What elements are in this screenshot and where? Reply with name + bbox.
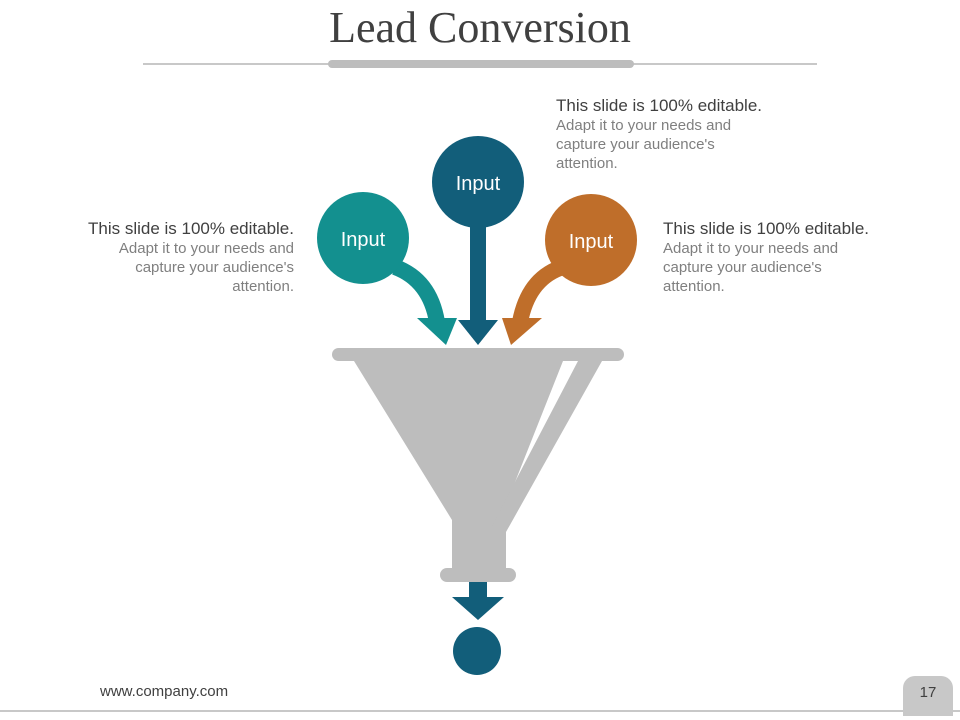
text-block-left-body: Adapt it to your needs and capture your …	[118, 240, 294, 295]
slide-title: Lead Conversion	[329, 3, 631, 52]
funnel-rim	[332, 348, 624, 361]
page-number: 17	[919, 684, 937, 701]
text-block-left: This slide is 100% editable. Adapt it to…	[54, 218, 294, 296]
input-left-arrow-head	[417, 318, 457, 345]
output-arrow-head	[452, 597, 504, 620]
input-right: Input	[502, 194, 637, 345]
input-left-label: Input	[341, 229, 386, 251]
output-arrow-shaft	[469, 582, 487, 598]
input-right-circle	[545, 194, 637, 286]
page-number-tab: 17	[903, 676, 953, 716]
text-block-right-heading: This slide is 100% editable.	[663, 219, 870, 238]
input-center-label: Input	[456, 173, 501, 195]
text-block-right: This slide is 100% editable. Adapt it to…	[663, 218, 903, 296]
input-center: Input	[432, 136, 524, 345]
text-block-right-body: Adapt it to your needs and capture your …	[663, 240, 839, 295]
input-right-arrow-shaft	[512, 260, 564, 324]
input-center-arrow-shaft	[470, 224, 486, 322]
footer-line	[0, 710, 960, 712]
input-center-circle	[432, 136, 524, 228]
input-left-arrow-shaft	[391, 259, 445, 324]
input-center-arrow-head	[458, 320, 498, 345]
output-circle	[453, 627, 501, 675]
funnel-side-stripe	[492, 361, 602, 570]
funnel-cone	[354, 361, 563, 570]
input-right-label: Input	[569, 231, 614, 253]
text-block-top: This slide is 100% editable. Adapt it to…	[556, 95, 796, 173]
input-left: Input	[317, 192, 457, 345]
input-right-arrow-head	[502, 318, 542, 345]
footer-url: www.company.com	[100, 683, 229, 700]
text-block-left-heading: This slide is 100% editable.	[87, 219, 294, 238]
text-block-top-heading: This slide is 100% editable.	[556, 96, 763, 115]
title-underline-bar	[328, 60, 634, 68]
text-block-top-body: Adapt it to your needs and capture your …	[556, 117, 732, 172]
funnel-spout-base	[440, 568, 516, 582]
output	[452, 582, 504, 675]
input-left-circle	[317, 192, 409, 284]
funnel	[332, 348, 624, 582]
